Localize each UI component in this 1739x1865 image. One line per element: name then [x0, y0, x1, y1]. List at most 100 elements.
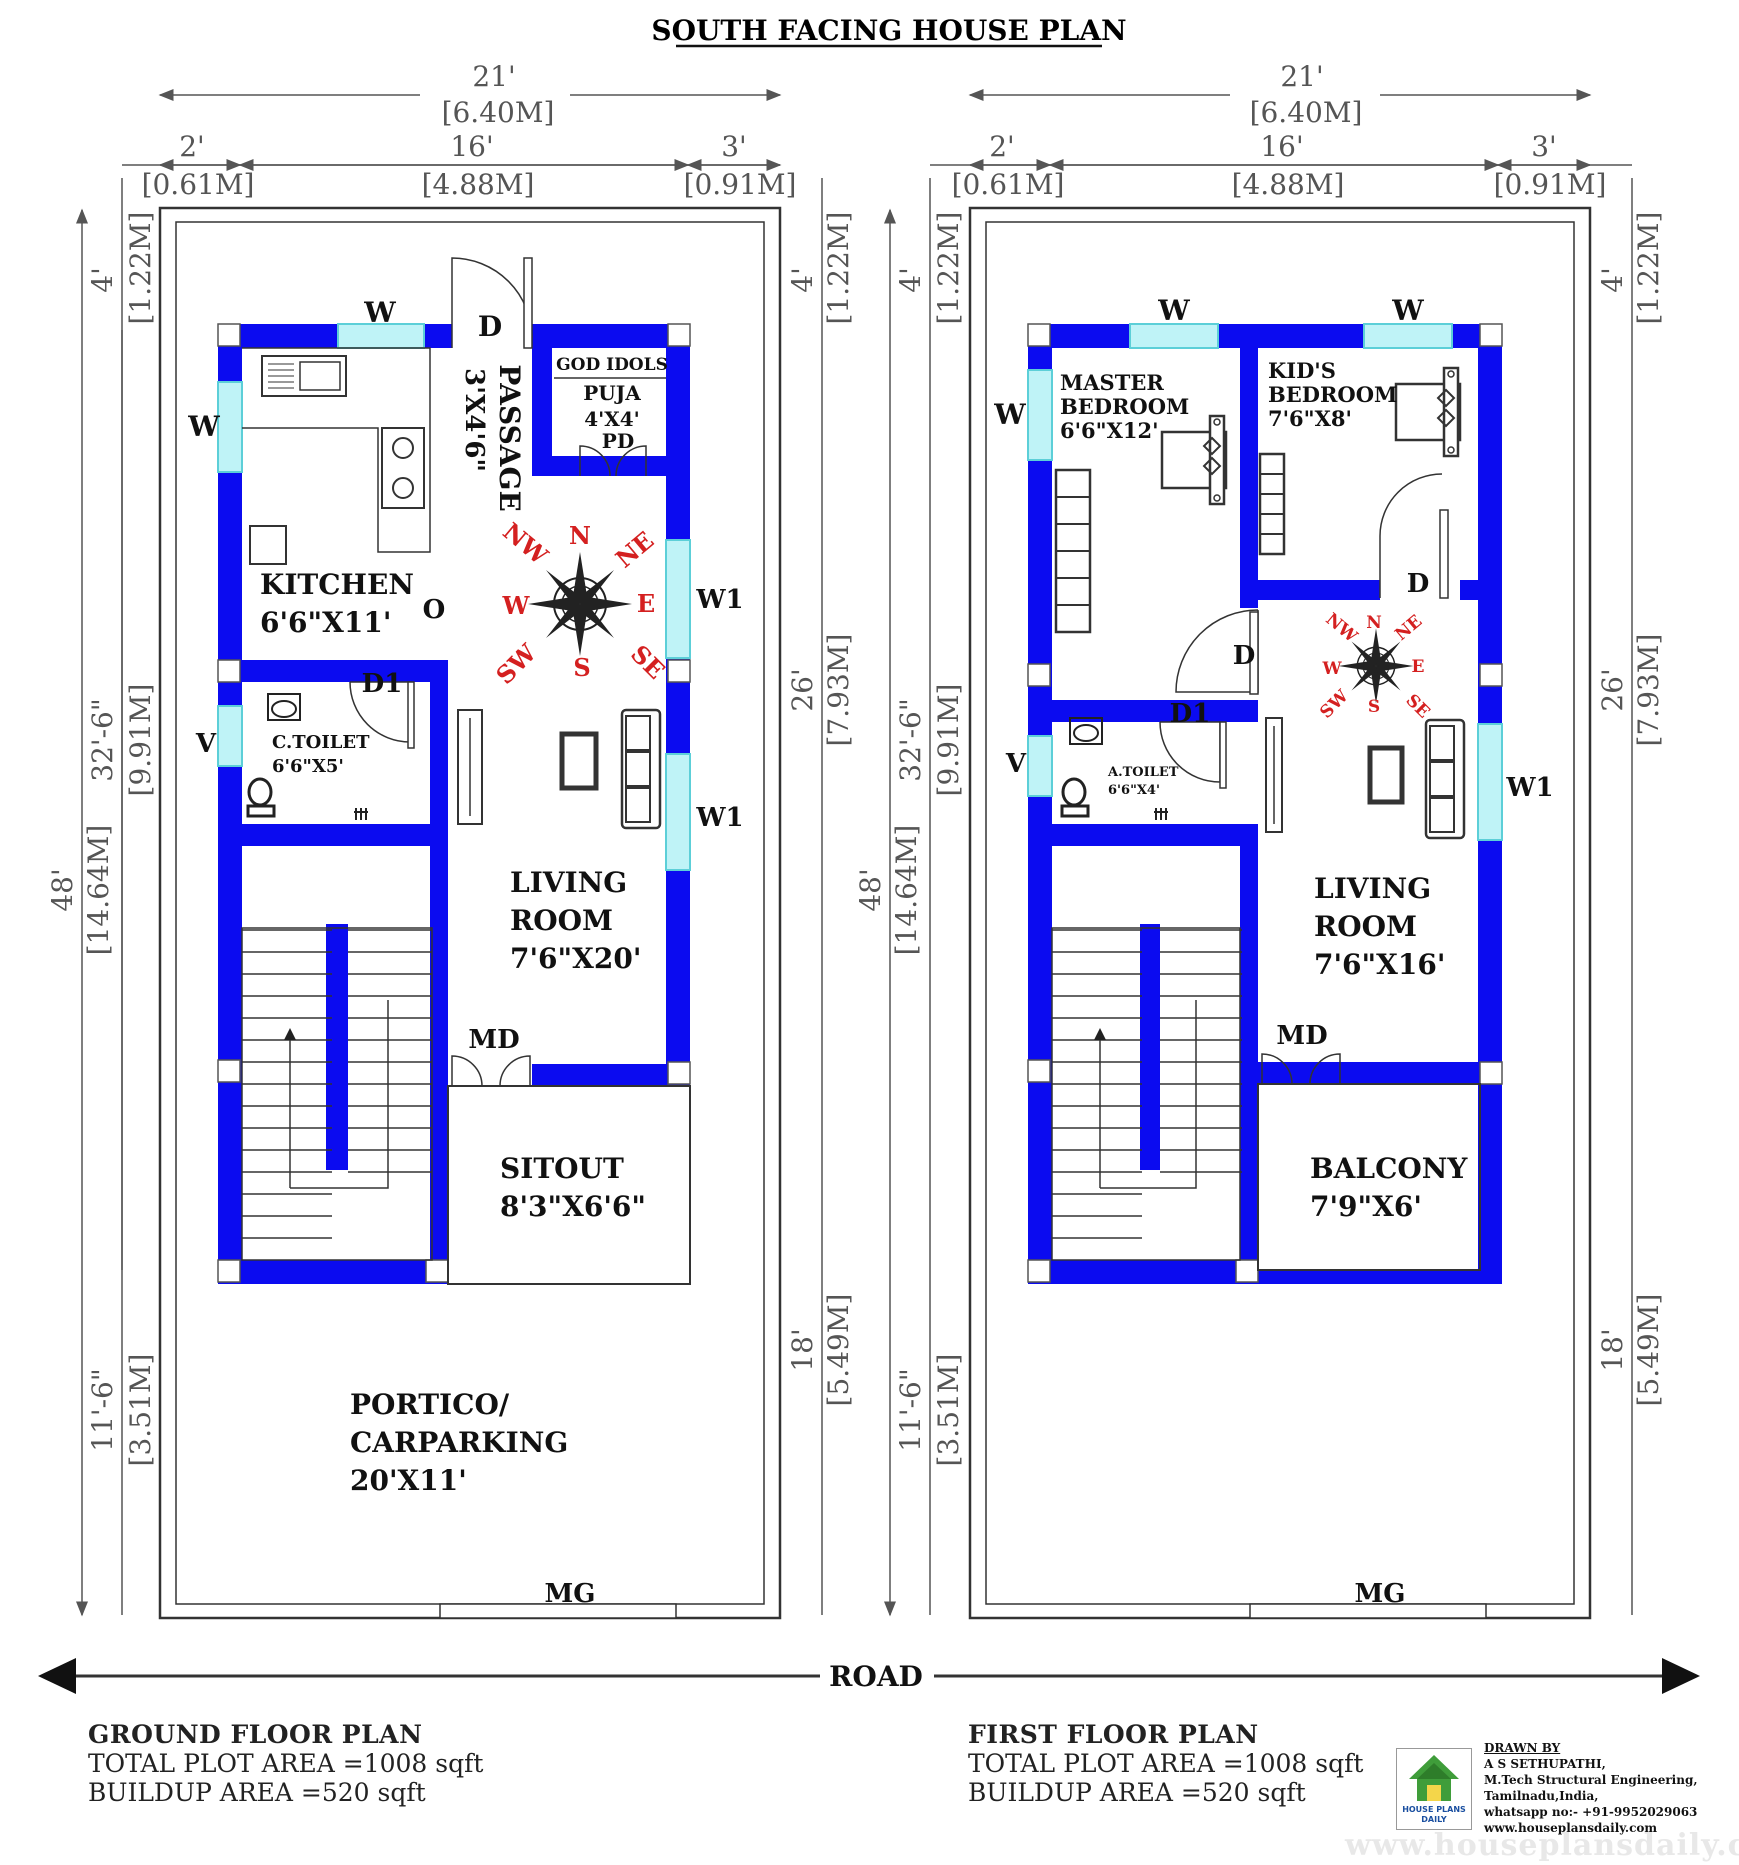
gf-label-window-w1-a: W1 — [695, 585, 743, 615]
gf-sofa-icon — [620, 708, 662, 830]
ff-dim-width-ft: 21' — [1280, 60, 1323, 93]
ff-label-door-master: D — [1233, 641, 1256, 671]
ff-info-plot-area: TOTAL PLOT AREA =1008 sqft — [968, 1749, 1364, 1778]
gf-label-toilet-door: D1 — [362, 669, 403, 699]
fridge-icon — [249, 525, 287, 565]
gf-basin-icon — [267, 693, 301, 721]
first-floor-plan: 21' [6.40M] 2' [0.61M] 16' [4.88M] 3' [0… — [854, 60, 1665, 1620]
ff-stairs — [1051, 927, 1242, 1261]
road-indicator: ROAD — [38, 1658, 1700, 1694]
kitchen-sink-icon — [261, 355, 347, 397]
gf-label-door: D — [478, 310, 502, 343]
stove-icon — [381, 427, 425, 509]
gf-label-opening: O — [423, 595, 446, 625]
ff-info: FIRST FLOOR PLAN TOTAL PLOT AREA =1008 s… — [968, 1720, 1363, 1807]
ff-label-master-2: BEDROOM — [1060, 394, 1189, 419]
gf-dim-rfront-ft: 18' — [786, 1328, 819, 1371]
ff-label-living-2: ROOM — [1314, 910, 1417, 943]
gf-label-living-size: 7'6"X20' — [510, 942, 641, 975]
ff-dim-house-m: [9.91M] — [932, 684, 965, 797]
gf-info-heading: GROUND FLOOR PLAN — [88, 1720, 423, 1749]
gf-compass-se: SE — [625, 639, 671, 685]
gf-dim-depth-m: [14.64M] — [82, 825, 115, 956]
gf-dim-rhouse-m: [7.93M] — [822, 634, 855, 747]
ff-dim-right-ft: 3' — [1531, 130, 1557, 163]
drawn-by-credits: DRAWN BY A S SETHUPATHI, M.Tech Structur… — [1484, 1740, 1698, 1836]
gf-walls — [218, 324, 690, 1284]
ff-dim-rtop-m: [1.22M] — [1632, 212, 1665, 325]
gf-dim-rtop-m: [1.22M] — [822, 212, 855, 325]
gf-label-puja: PUJA — [583, 381, 641, 405]
ff-label-main-gate: MG — [1355, 1579, 1406, 1609]
ff-compass-sw: SW — [1316, 686, 1353, 723]
ff-dim-rhouse-ft: 26' — [1596, 668, 1629, 711]
gf-dim-rfront-m: [5.49M] — [822, 1294, 855, 1407]
ff-dim-mid-m: [4.88M] — [1232, 168, 1345, 201]
ff-label-door-kids: D — [1407, 569, 1430, 599]
ff-label-toilet: A.TOILET — [1107, 765, 1179, 780]
gf-label-window-w1-b: W1 — [695, 803, 743, 833]
ff-dim-depth-ft: 48' — [854, 868, 887, 911]
gf-info-buildup-area: BUILDUP AREA =520 sqft — [88, 1778, 426, 1807]
road-label: ROAD — [829, 1660, 923, 1693]
logo-text-2: DAILY — [1421, 1815, 1447, 1824]
gf-label-portico-size: 20'X11' — [350, 1464, 467, 1497]
ff-compass-s: S — [1368, 697, 1380, 717]
gf-dim-mid-ft: 16' — [450, 130, 493, 163]
ff-compass-nw: NW — [1322, 609, 1362, 647]
ff-compass-se: SE — [1402, 690, 1434, 722]
gf-compass-nw: NW — [497, 517, 554, 571]
ff-dim-top-m: [1.22M] — [932, 212, 965, 325]
ff-dim-right-m: [0.91M] — [1494, 168, 1607, 201]
ff-label-window-left: W — [993, 398, 1026, 431]
ground-floor-plan: 21' [6.40M] 2' [0.61M] 16' [4.88M] 3' [0… — [46, 60, 855, 1620]
gf-compass-icon — [527, 551, 633, 657]
gf-dim-width-ft: 21' — [472, 60, 515, 93]
gf-table-icon — [559, 731, 599, 791]
ff-dim-top-ft: 4' — [894, 267, 927, 293]
ff-label-window-w1: W1 — [1505, 773, 1553, 803]
ff-label-master-1: MASTER — [1060, 370, 1164, 395]
ff-label-kids-size: 7'6"X8' — [1268, 406, 1352, 431]
ff-compass-ne: NE — [1391, 611, 1426, 645]
page-title: SOUTH FACING HOUSE PLAN — [651, 14, 1126, 47]
gf-info: GROUND FLOOR PLAN TOTAL PLOT AREA =1008 … — [88, 1720, 483, 1807]
gf-label-toilet-size: 6'6"X5' — [272, 756, 344, 777]
gf-label-main-door: MD — [468, 1025, 519, 1055]
ff-dim-house-ft: 32'-6" — [894, 698, 927, 781]
gf-dim-top-ft: 4' — [86, 267, 119, 293]
credit-degree: M.Tech Structural Engineering, — [1484, 1773, 1698, 1787]
gf-label-passage: PASSAGE — [493, 364, 526, 512]
ff-dim-rhouse-m: [7.93M] — [1632, 634, 1665, 747]
gf-dim-front-m: [3.51M] — [124, 1354, 157, 1467]
gf-dim-left-m: [0.61M] — [142, 168, 255, 201]
ff-dim-width-m: [6.40M] — [1250, 96, 1363, 129]
ff-dim-rtop-ft: 4' — [1596, 267, 1629, 293]
credit-phone: whatsapp no:- +91-9952029063 — [1484, 1805, 1698, 1819]
ff-dim-front-m: [3.51M] — [932, 1354, 965, 1467]
gf-label-ventilator: V — [195, 729, 217, 759]
logo-text-1: HOUSE PLANS — [1402, 1805, 1466, 1814]
ff-dim-front-ft: 11'-6" — [894, 1368, 927, 1451]
ff-compass-w: W — [1321, 659, 1342, 679]
gf-compass-ne: NE — [610, 525, 659, 573]
gf-main-gate — [439, 1603, 677, 1619]
gf-dim-right-ft: 3' — [721, 130, 747, 163]
gf-dim-left-ft: 2' — [179, 130, 205, 163]
ff-label-ventilator: V — [1005, 749, 1027, 779]
gf-label-kitchen-size: 6'6"X11' — [260, 606, 391, 639]
gf-label-kitchen: KITCHEN — [260, 568, 414, 601]
ff-dim-left-m: [0.61M] — [952, 168, 1065, 201]
ff-dim-depth-m: [14.64M] — [890, 825, 923, 956]
ff-label-window-2: W — [1391, 294, 1424, 327]
gf-label-passage-size: 3'X4'6" — [459, 368, 489, 472]
ff-label-window-1: W — [1157, 294, 1190, 327]
gf-dim-house-ft: 32'-6" — [86, 698, 119, 781]
ff-info-buildup-area: BUILDUP AREA =520 sqft — [968, 1778, 1306, 1807]
gf-windows — [217, 323, 691, 871]
ff-info-heading: FIRST FLOOR PLAN — [968, 1720, 1259, 1749]
gf-label-puja-door: PD — [602, 429, 634, 453]
ff-main-gate — [1249, 1603, 1487, 1619]
